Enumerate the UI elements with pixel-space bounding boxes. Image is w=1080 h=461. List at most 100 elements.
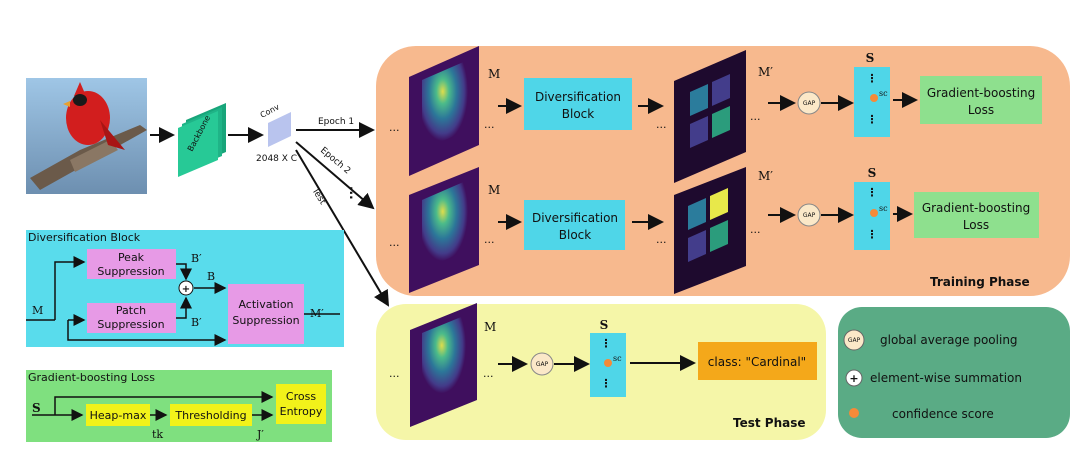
svg-text:sc: sc [613, 354, 622, 363]
svg-text:Entropy: Entropy [280, 405, 323, 418]
svg-text:B′: B′ [191, 316, 202, 329]
svg-text:Suppression: Suppression [232, 314, 299, 327]
svg-text:Suppression: Suppression [97, 265, 164, 278]
svg-text:Peak: Peak [118, 251, 145, 264]
arrow-test [295, 149, 390, 307]
svg-text:⋮: ⋮ [601, 377, 612, 390]
div-m-in: M [32, 304, 43, 317]
svg-text:sc: sc [879, 204, 888, 213]
conv-layer: Conv 2048 X C [256, 102, 297, 164]
test-gap-icon [530, 352, 554, 376]
row1-mprime-label: M′ [758, 65, 773, 79]
cross-entropy-box [276, 384, 326, 424]
row1-s-label: S [866, 51, 875, 65]
patch-suppression-box [87, 303, 176, 333]
svg-text:⋮: ⋮ [867, 72, 878, 85]
row1-confidence-dot [870, 94, 878, 102]
svg-text:sc: sc [879, 89, 888, 98]
gb-title: Gradient-boosting Loss [28, 371, 155, 384]
svg-text:Gradient-boosting: Gradient-boosting [927, 86, 1035, 100]
row1-m-label: M [488, 67, 500, 81]
svg-text:+: + [182, 284, 190, 295]
test-s-label: S [600, 318, 609, 332]
div-title: Diversification Block [28, 231, 141, 244]
svg-text:...: ... [484, 118, 495, 131]
row2-diversification-block [524, 200, 625, 250]
legend-gap-text: global average pooling [880, 333, 1018, 347]
peak-suppression-box [87, 249, 176, 279]
row2-loss-box [914, 192, 1039, 238]
legend-panel [838, 307, 1070, 438]
svg-text:+: + [849, 372, 858, 385]
svg-text:⋮: ⋮ [867, 228, 878, 241]
row2-s-label: S [868, 166, 877, 180]
svg-text:GAP: GAP [803, 212, 816, 219]
svg-text:Gradient-boosting: Gradient-boosting [922, 201, 1030, 215]
row2-mprime-label: M′ [758, 169, 773, 183]
row1-loss-box [920, 76, 1042, 124]
svg-text:⋮: ⋮ [601, 337, 612, 350]
gb-loss-detail: Gradient-boosting Loss S Heap-max Thresh… [28, 371, 326, 441]
svg-text:J′: J′ [256, 428, 264, 441]
svg-text:GAP: GAP [803, 100, 816, 107]
class-output-box [698, 342, 817, 380]
svg-text:...: ... [483, 367, 494, 380]
test-m-label: M [484, 320, 496, 334]
svg-text:Diversification: Diversification [535, 90, 621, 104]
activation-suppression-box [228, 284, 304, 344]
svg-text:GAP: GAP [848, 337, 861, 344]
epoch2-label: Epoch 2 [318, 146, 352, 177]
svg-text:⋮: ⋮ [867, 186, 878, 199]
legend-gap-icon [843, 329, 865, 351]
heapmax-box [86, 404, 150, 426]
svg-text:Diversification: Diversification [532, 211, 618, 225]
row2-gap-icon [797, 203, 821, 227]
svg-text:Loss: Loss [968, 103, 994, 117]
svg-text:GAP: GAP [536, 361, 549, 368]
input-image [26, 78, 147, 194]
conv-label: Conv [259, 102, 281, 120]
svg-text:Block: Block [559, 228, 592, 242]
svg-text:Suppression: Suppression [97, 318, 164, 331]
svg-text:Patch: Patch [116, 304, 146, 317]
svg-text:Thresholding: Thresholding [174, 409, 246, 422]
svg-text:Block: Block [562, 107, 595, 121]
test-confidence-dot [604, 359, 612, 367]
svg-text:Cross: Cross [286, 390, 316, 403]
svg-text:...: ... [750, 110, 761, 123]
training-row-2: ... M ... Diversification Block ... M′ .… [389, 166, 1039, 294]
epoch-ellipsis: ... [347, 186, 361, 200]
svg-text:...: ... [750, 223, 761, 236]
test-label: Test [309, 185, 328, 207]
test-phase-title: Test Phase [733, 416, 806, 430]
row1-gap-icon [797, 91, 821, 115]
svg-text:Heap-max: Heap-max [90, 409, 147, 422]
svg-text:...: ... [389, 236, 400, 249]
svg-text:B′: B′ [191, 252, 202, 265]
svg-text:Activation: Activation [238, 298, 293, 311]
svg-text:⋮: ⋮ [867, 113, 878, 126]
thresholding-box [170, 404, 252, 426]
svg-text:...: ... [389, 367, 400, 380]
arrow-epoch2 [295, 141, 375, 210]
row2-confidence-dot [870, 209, 878, 217]
row2-m-label: M [488, 183, 500, 197]
gb-s-label: S [32, 401, 41, 415]
svg-text:B: B [207, 270, 215, 283]
backbone-stack: Backbone [178, 103, 226, 177]
test-row: ... M ... GAP S ⋮ sc ⋮ class: "Cardinal" [389, 303, 817, 427]
svg-text:...: ... [656, 233, 667, 246]
class-label: class: "Cardinal" [708, 355, 806, 369]
legend-dot-icon [849, 408, 859, 418]
svg-text:Loss: Loss [963, 218, 989, 232]
row1-ellipsis-a: ... [389, 121, 400, 134]
legend-plus-icon [845, 369, 863, 387]
sum-icon [178, 280, 194, 296]
size-label: 2048 X C [256, 154, 297, 164]
svg-text:tk: tk [152, 428, 163, 441]
legend-plus-text: element-wise summation [870, 371, 1022, 385]
epoch1-label: Epoch 1 [318, 117, 354, 127]
svg-text:...: ... [656, 118, 667, 131]
legend: GAP global average pooling + element-wis… [843, 329, 1022, 421]
